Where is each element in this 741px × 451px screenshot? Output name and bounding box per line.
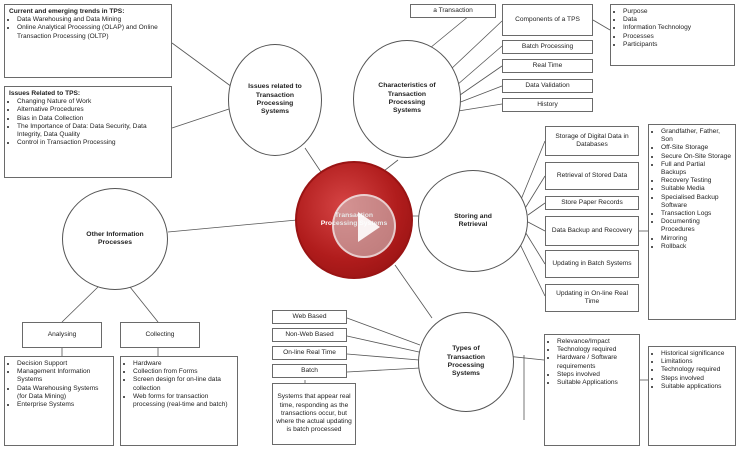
- list-item: Enterprise Systems: [17, 401, 109, 409]
- list-item: Control in Transaction Processing: [17, 139, 167, 147]
- list-item: Data Warehousing and Data Mining: [17, 16, 167, 24]
- types-detail-box-2: Historical significance Limitations Tech…: [648, 346, 736, 446]
- list-item: Grandfather, Father, Son: [661, 128, 731, 144]
- list-item: Purpose: [623, 8, 730, 16]
- other-processes-node: Other Information Processes: [62, 188, 168, 290]
- list-item: Suitable Media: [661, 185, 731, 193]
- list-item: Technology required: [661, 366, 731, 374]
- list-item: Hardware: [133, 360, 233, 368]
- backup-box: Grandfather, Father, Son Off-Site Storag…: [648, 124, 736, 320]
- online-real-time-label: On-line Real Time: [272, 346, 347, 360]
- history-label: History: [502, 98, 593, 112]
- play-button[interactable]: [332, 194, 396, 258]
- storing-node: Storing and Retrieval: [418, 170, 528, 272]
- list-item: Hardware / Software requirements: [557, 354, 635, 370]
- online-update-label: Updating in On-line Real Time: [545, 284, 639, 312]
- real-time-label: Real Time: [502, 59, 593, 73]
- node-label: Storing and Retrieval: [454, 212, 492, 228]
- list-item: Management Information Systems: [17, 368, 109, 384]
- list-item: Web forms for transaction processing (re…: [133, 393, 233, 409]
- list-item: The Importance of Data: Data Security, D…: [17, 123, 167, 139]
- list-item: Suitable applications: [661, 383, 731, 391]
- list-item: Online Analytical Processing (OLAP) and …: [17, 24, 167, 40]
- issues-heading: Issues Related to TPS:: [9, 90, 81, 97]
- node-label: Characteristics of Transaction Processin…: [378, 82, 436, 115]
- list-item: Documenting Procedures: [661, 218, 731, 234]
- list-item: Recovery Testing: [661, 177, 731, 185]
- list-item: Processes: [623, 33, 730, 41]
- paper-records-label: Store Paper Records: [545, 196, 639, 210]
- issues-related-node: Issues related to Transaction Processing…: [228, 44, 322, 156]
- collecting-box: Hardware Collection from Forms Screen de…: [120, 356, 238, 446]
- components-box: Purpose Data Information Technology Proc…: [610, 4, 735, 66]
- list-item: Bias in Data Collection: [17, 115, 167, 123]
- batch-processing-label: Batch Processing: [502, 40, 593, 54]
- list-item: Technology required: [557, 346, 635, 354]
- web-based-label: Web Based: [272, 310, 347, 324]
- storage-label: Storage of Digital Data in Databases: [545, 126, 639, 156]
- backup-label: Data Backup and Recovery: [545, 216, 639, 246]
- list-item: Steps involved: [557, 371, 635, 379]
- node-label: Other Information Processes: [86, 230, 144, 246]
- types-node: Types of Transaction Processing Systems: [418, 312, 514, 412]
- node-label: Issues related to Transaction Processing…: [248, 83, 302, 116]
- list-item: Off-Site Storage: [661, 144, 731, 152]
- list-item: Screen design for on-line data collectio…: [133, 376, 233, 392]
- list-item: Rollback: [661, 243, 731, 251]
- collecting-label: Collecting: [120, 322, 200, 348]
- list-item: Historical significance: [661, 350, 731, 358]
- list-item: Decision Support: [17, 360, 109, 368]
- list-item: Data Warehousing Systems (for Data Minin…: [17, 385, 109, 401]
- analysing-box: Decision Support Management Information …: [4, 356, 114, 446]
- list-item: Limitations: [661, 358, 731, 366]
- trends-box: Current and emerging trends in TPS: Data…: [4, 4, 172, 78]
- list-item: Participants: [623, 41, 730, 49]
- components-label: Components of a TPS: [502, 4, 593, 36]
- list-item: Specialised Backup Software: [661, 194, 731, 210]
- list-item: Relevance/Impact: [557, 338, 635, 346]
- list-item: Information Technology: [623, 24, 730, 32]
- retrieval-label: Retrieval of Stored Data: [545, 162, 639, 190]
- list-item: Full and Partial Backups: [661, 161, 731, 177]
- types-note: Systems that appear real time, respondin…: [272, 383, 356, 445]
- node-label: Types of Transaction Processing Systems: [446, 345, 486, 378]
- characteristics-node: Characteristics of Transaction Processin…: [353, 40, 461, 158]
- data-validation-label: Data Validation: [502, 79, 593, 93]
- play-icon: [358, 212, 380, 242]
- list-item: Secure On-Site Storage: [661, 153, 731, 161]
- list-item: Transaction Logs: [661, 210, 731, 218]
- types-detail-box-1: Relevance/Impact Technology required Har…: [544, 334, 640, 446]
- non-web-based-label: Non-Web Based: [272, 328, 347, 342]
- analysing-label: Analysing: [22, 322, 102, 348]
- list-item: Mirroring: [661, 235, 731, 243]
- list-item: Alternative Procedures: [17, 106, 167, 114]
- trends-heading: Current and emerging trends in TPS:: [9, 8, 125, 15]
- batch-label: Batch: [272, 364, 347, 378]
- batch-update-label: Updating in Batch Systems: [545, 250, 639, 278]
- list-item: Suitable Applications: [557, 379, 635, 387]
- list-item: Data: [623, 16, 730, 24]
- list-item: Changing Nature of Work: [17, 98, 167, 106]
- transaction-label: a Transaction: [410, 4, 496, 18]
- list-item: Steps involved: [661, 375, 731, 383]
- issues-box: Issues Related to TPS: Changing Nature o…: [4, 86, 172, 178]
- list-item: Collection from Forms: [133, 368, 233, 376]
